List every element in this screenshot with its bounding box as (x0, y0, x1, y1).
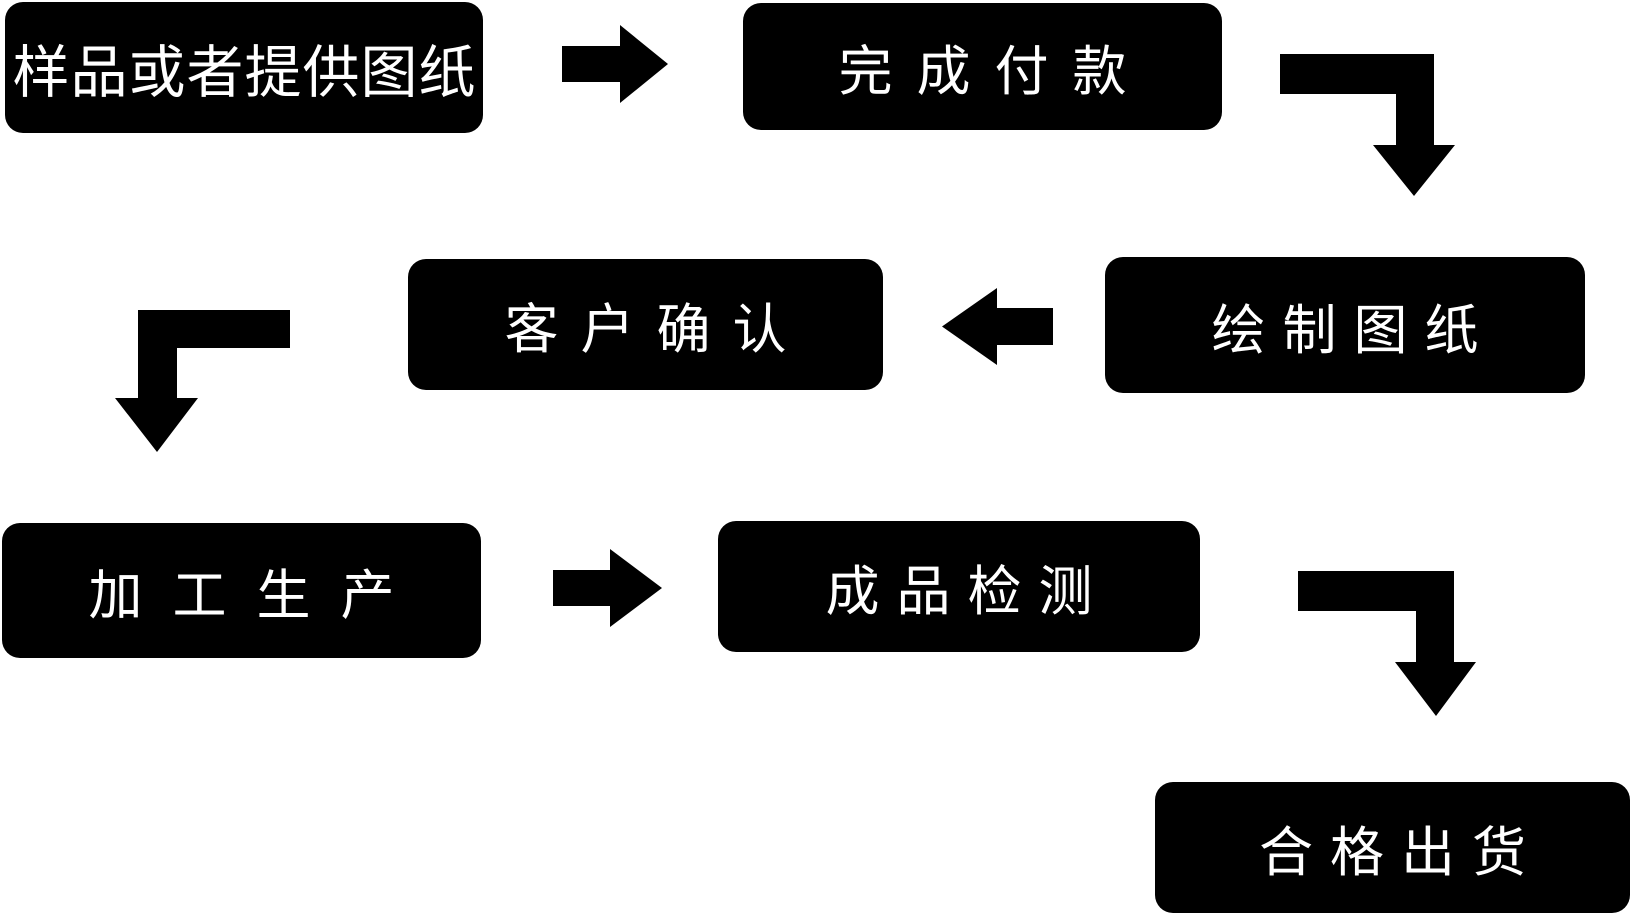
arrow-right-icon (562, 25, 668, 103)
arrow-left-icon (942, 288, 1053, 365)
node-qualified-shipment: 合格出货 (1155, 782, 1630, 913)
arrow-right-icon (553, 549, 662, 627)
arrow-elbow-down-icon (115, 310, 290, 452)
node-sample-or-drawings: 样品或者提供图纸 (5, 2, 483, 133)
node-customer-confirm: 客户确认 (408, 259, 883, 390)
node-complete-payment: 完成付款 (743, 3, 1222, 130)
arrow-elbow-down-icon (1280, 54, 1455, 196)
node-processing-production: 加工生产 (2, 523, 481, 658)
node-draw-drawings: 绘制图纸 (1105, 257, 1585, 393)
node-product-inspection: 成品检测 (718, 521, 1200, 652)
arrow-elbow-down-icon (1298, 571, 1476, 716)
